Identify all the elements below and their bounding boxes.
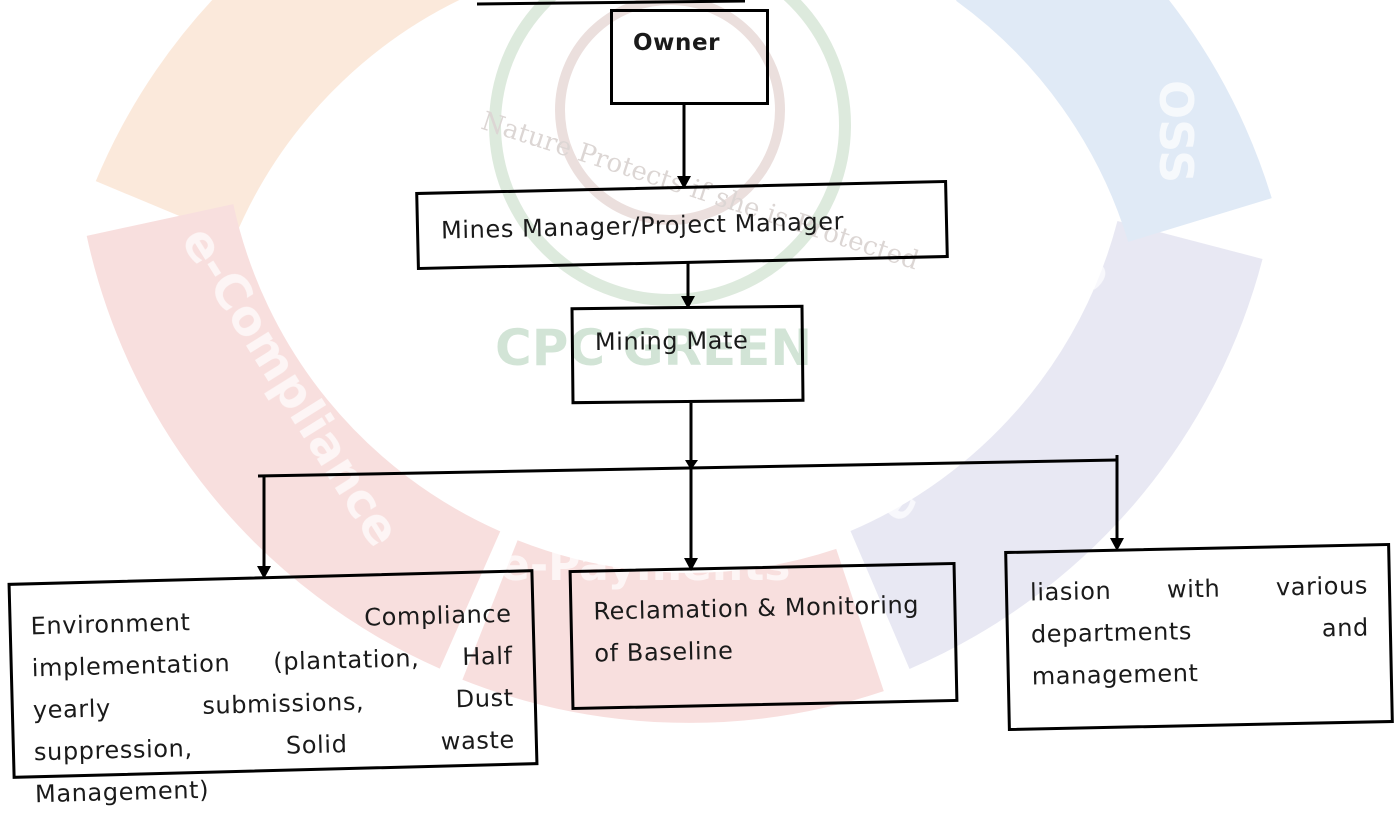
reclamation-label: Reclamation & Monitoring of Baseline (593, 590, 920, 668)
reclamation-box: Reclamation & Monitoring of Baseline (568, 561, 959, 711)
manager-to-mate-arrowhead (681, 296, 695, 309)
mining-mate-box: Mining Mate (570, 304, 805, 405)
watermark-label-oss: OSS (1149, 80, 1203, 183)
mate-to-bus-arrowhead (685, 460, 698, 470)
owner-label: Owner (633, 30, 721, 56)
watermark-segment-red (86, 203, 502, 669)
distribution-bus-line (257, 458, 1118, 478)
bus-to-environment-arrowhead (257, 566, 271, 579)
owner-box: Owner (610, 9, 769, 105)
watermark-segment-pink (462, 539, 884, 723)
watermark-segment-blue (955, 0, 1272, 243)
owner-to-manager-arrowhead (677, 176, 691, 189)
watermark-segment-orange (95, 0, 460, 240)
watermark-ring (86, 0, 1272, 723)
manager-box: Mines Manager/Project Manager (415, 179, 949, 271)
environment-compliance-box: Environment Compliance implementation (p… (7, 569, 539, 808)
environment-compliance-label: Environment Compliance implementation (p… (30, 599, 516, 809)
watermark-emblem-inner (555, 0, 785, 225)
connectors (257, 0, 1124, 579)
watermark-emblem-circle (489, 0, 851, 306)
watermark-segment-purple (849, 220, 1263, 669)
liaison-box: liasion with various departments and man… (1004, 542, 1394, 732)
watermark-label-payments: e-Payments (500, 540, 790, 591)
mining-mate-label: Mining Mate (594, 326, 749, 356)
watermark-emblem-name: CPC GREEN (495, 319, 812, 377)
liaison-label: liasion with various departments and man… (1029, 571, 1370, 691)
watermark: e-Compliance e-Payments e-Processing OSS… (86, 0, 1272, 723)
bus-to-liaison-arrowhead (1110, 538, 1124, 551)
top-stub-line (476, 0, 746, 6)
bus-to-reclamation-arrowhead (684, 558, 698, 571)
manager-label: Mines Manager/Project Manager (440, 207, 845, 245)
